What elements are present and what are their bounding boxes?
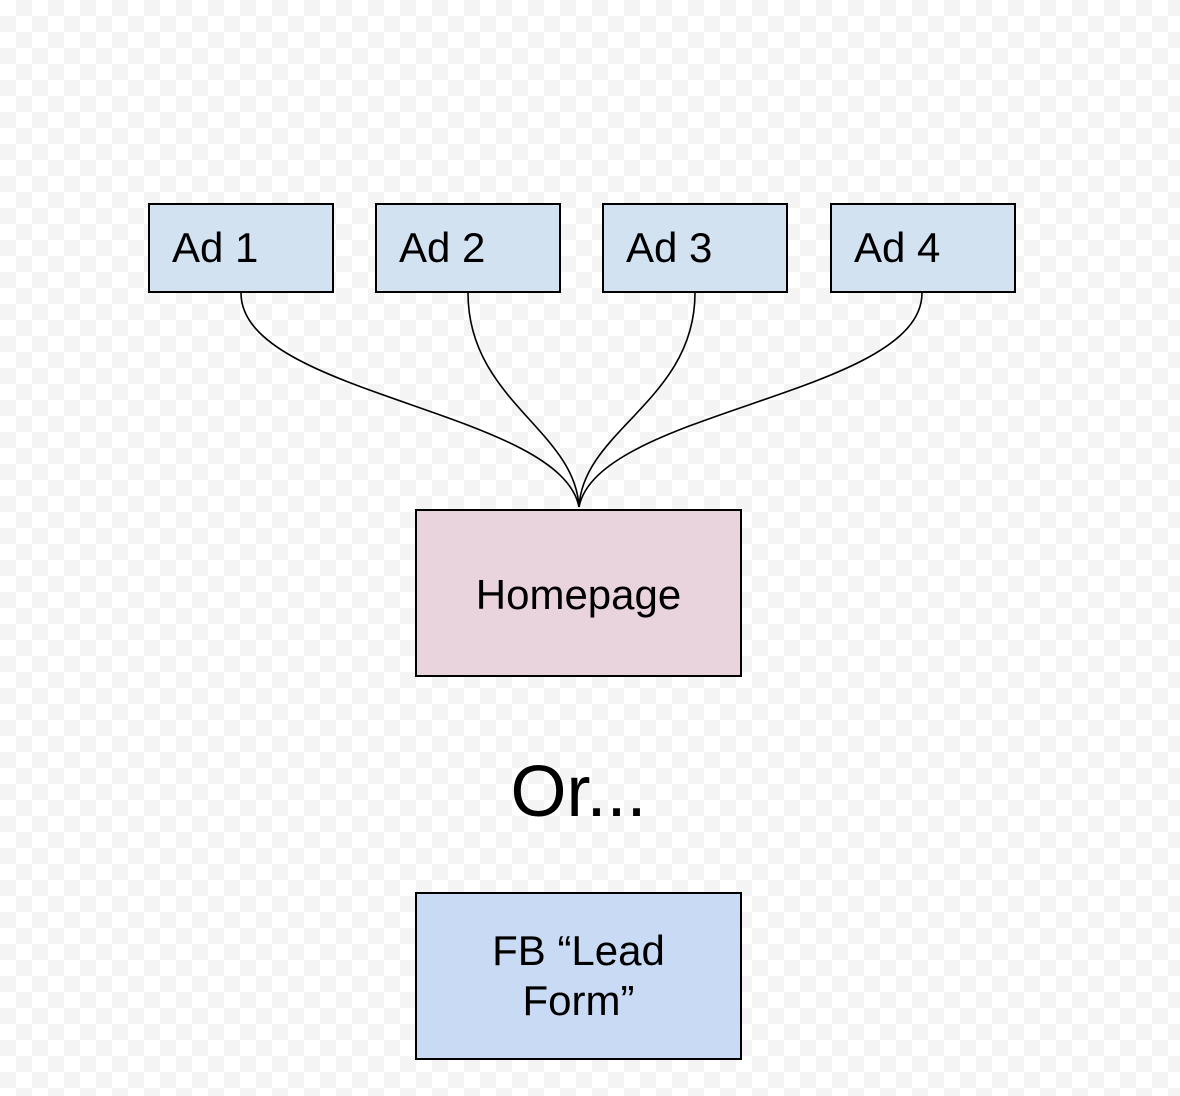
ad-1-box: Ad 1	[148, 203, 334, 293]
connector-ad1-homepage	[240, 292, 580, 508]
connector-ad4-homepage	[578, 292, 923, 508]
connector-ad3-homepage	[578, 292, 696, 508]
ad-4-label: Ad 4	[854, 224, 941, 271]
ad-1-label: Ad 1	[172, 224, 259, 271]
homepage-label: Homepage	[475, 571, 682, 618]
lead-form-label: FB “Lead Form”	[492, 927, 665, 1024]
connector-ad2-homepage	[467, 292, 580, 508]
ad-3-box: Ad 3	[602, 203, 788, 293]
ad-3-label: Ad 3	[626, 224, 713, 271]
or-divider-text: Or...	[510, 752, 647, 832]
ad-4-box: Ad 4	[830, 203, 1016, 293]
ad-2-box: Ad 2	[375, 203, 561, 293]
ad-2-label: Ad 2	[399, 224, 486, 271]
lead-form-box: FB “Lead Form”	[415, 892, 742, 1060]
homepage-box: Homepage	[415, 509, 742, 677]
